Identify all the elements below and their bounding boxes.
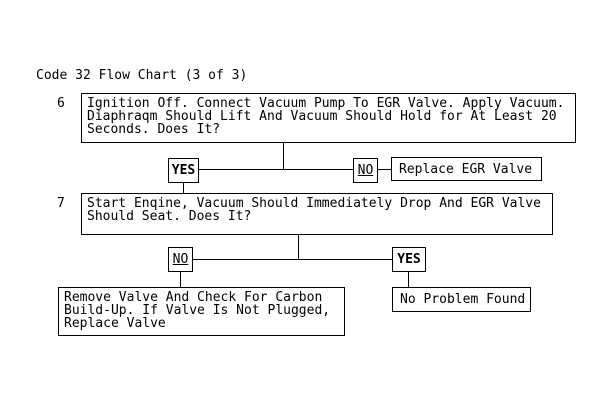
connector-step6-down: [283, 143, 284, 170]
remove-valve-text-line: Remove Valve And Check For Carbon: [64, 290, 323, 305]
remove-valve-box: Remove Valve And Check For Carbon Build-…: [58, 287, 345, 336]
replace-egr-valve-box: Replace EGR Valve: [391, 157, 542, 181]
step6-yes-node: YES: [168, 158, 199, 183]
connector-step7-down: [298, 235, 299, 260]
step6-yes-label: YES: [171, 163, 196, 178]
page-title: Code 32 Flow Chart (3 of 3): [36, 68, 248, 83]
step6-text-line: Seconds. Does It?: [87, 122, 221, 137]
step7-yes-node: YES: [392, 247, 426, 272]
step7-no-label: NO: [172, 252, 189, 267]
connector-step6-branch: [198, 169, 354, 170]
remove-valve-text-line: Build-Up. If Valve Is Not Plugged,: [64, 303, 331, 318]
step6-box: Ignition Off. Connect Vacuum Pump To EGR…: [81, 93, 576, 143]
step7-text-line: Should Seat. Does It?: [87, 209, 252, 224]
connector-yes6-to-step7: [183, 182, 184, 194]
connector-yes7-to-noproblem: [408, 271, 409, 288]
step6-number: 6: [57, 96, 65, 111]
step6-text-line: Diaphraqm Should Lift And Vacuum Should …: [87, 109, 557, 124]
remove-valve-text-line: Replace Valve: [64, 316, 166, 331]
connector-step7-branch: [192, 259, 393, 260]
step6-no-label: NO: [357, 163, 374, 178]
connector-no6-to-replace: [377, 169, 391, 170]
no-problem-found-box: No Problem Found: [392, 287, 531, 312]
connector-no7-to-remove: [180, 271, 181, 288]
step6-text-line: Ignition Off. Connect Vacuum Pump To EGR…: [87, 96, 565, 111]
step7-box: Start Enqine, Vacuum Should Immediately …: [81, 193, 553, 235]
step7-yes-label: YES: [397, 252, 421, 267]
step6-no-node: NO: [353, 158, 378, 183]
step7-number: 7: [57, 196, 65, 211]
step7-no-node: NO: [168, 247, 193, 272]
step7-text-line: Start Enqine, Vacuum Should Immediately …: [87, 196, 541, 211]
